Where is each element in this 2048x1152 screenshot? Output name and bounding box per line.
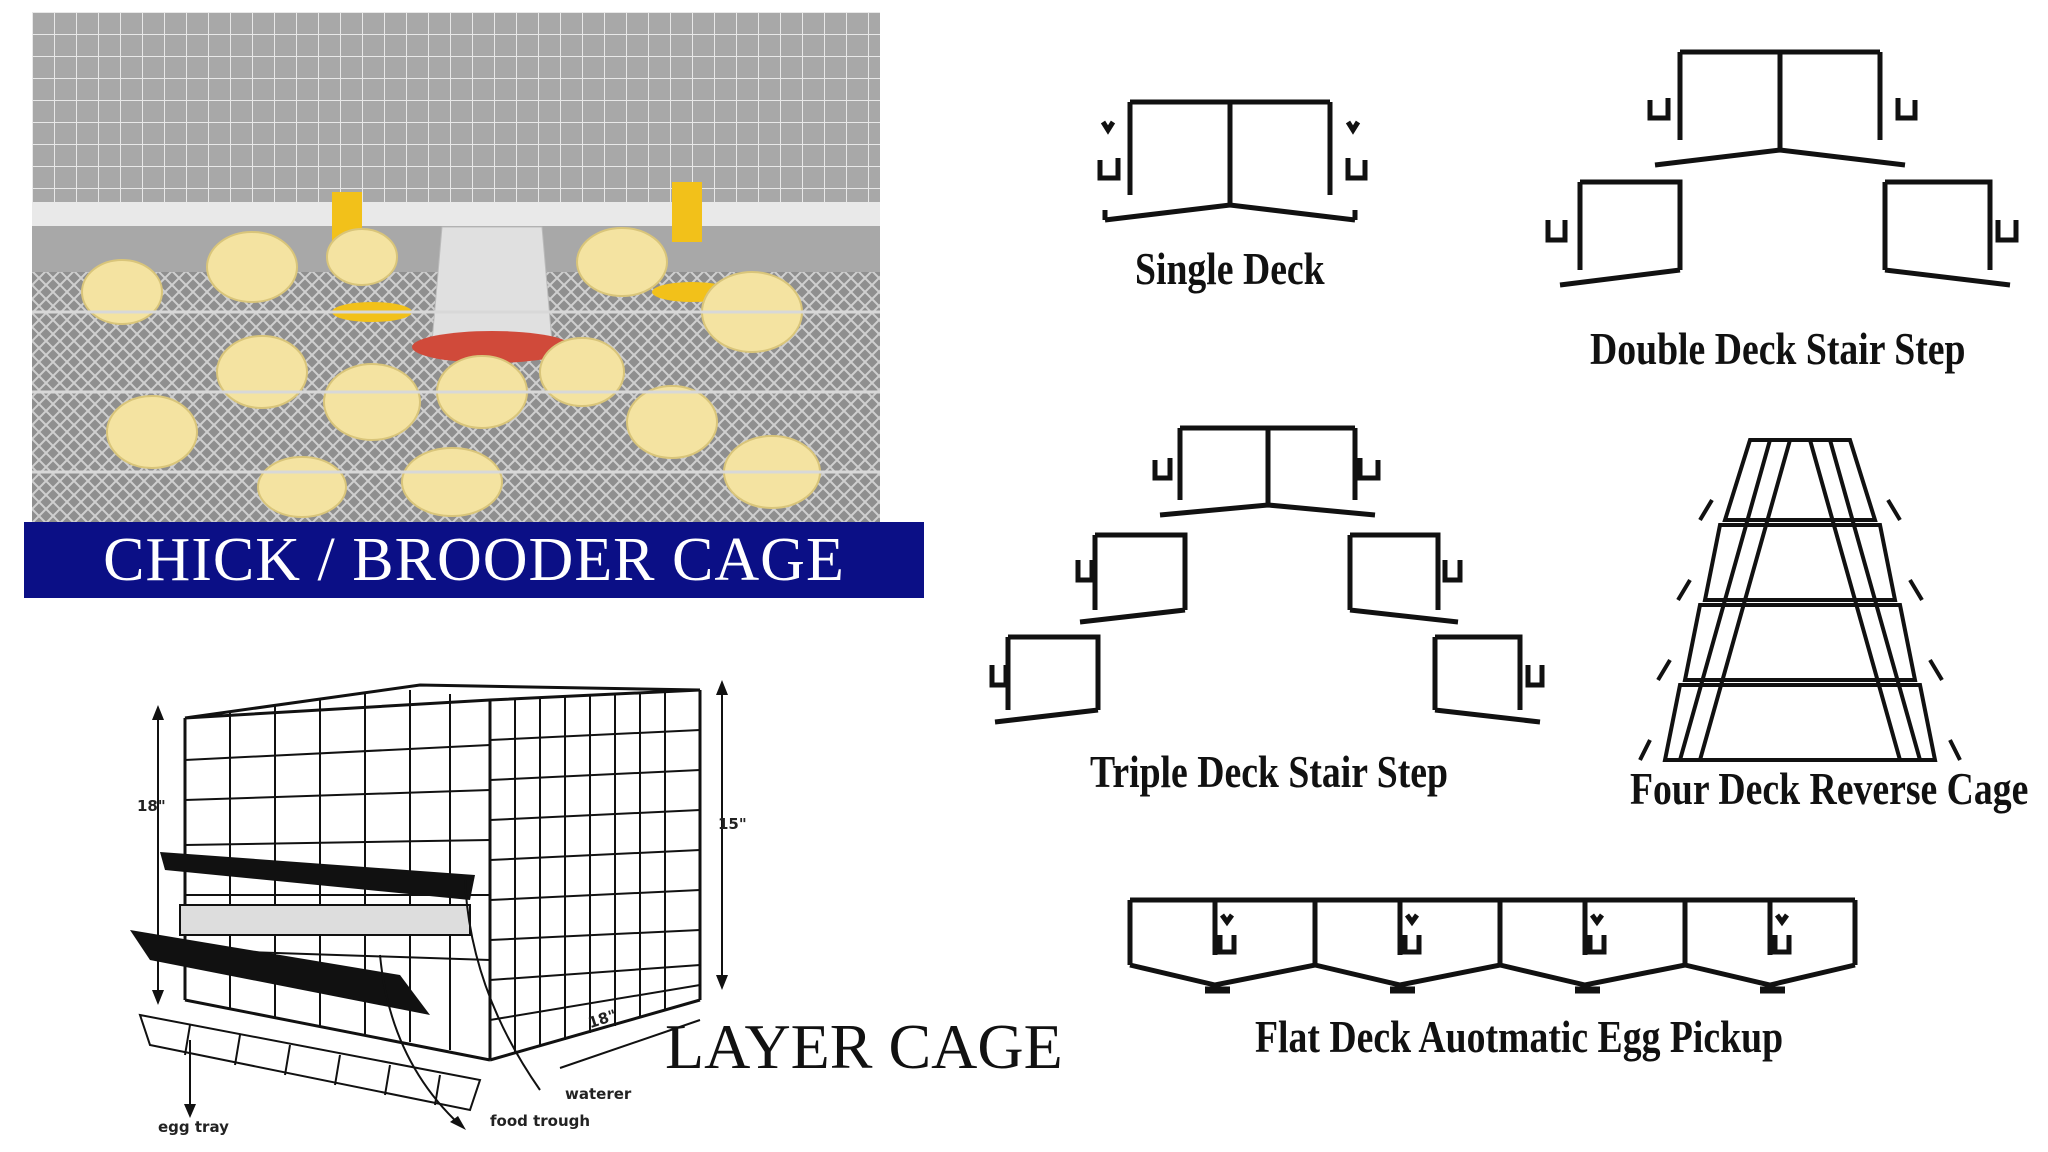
four-deck-diagram <box>1638 438 1962 762</box>
chick-brooder-photo <box>32 12 880 522</box>
egg-tray-callout: egg tray <box>158 1118 229 1136</box>
double-deck-diagram <box>1545 49 2019 288</box>
triple-deck-diagram <box>989 425 1545 725</box>
double-deck-caption: Double Deck Stair Step <box>1590 323 1966 374</box>
layer-cage-title: LAYER CAGE <box>665 1011 1063 1082</box>
flat-deck-diagram <box>1127 897 1858 994</box>
waterer-callout: waterer <box>565 1085 632 1103</box>
four-deck-caption: Four Deck Reverse Cage <box>1630 763 2029 814</box>
food-trough-callout: food trough <box>490 1112 591 1130</box>
single-deck-caption: Single Deck <box>1135 243 1325 294</box>
chick-cage-banner: CHICK / BROODER CAGE <box>24 522 924 598</box>
single-deck-diagram <box>1097 99 1368 223</box>
chick-cage-label: CHICK / BROODER CAGE <box>103 526 845 594</box>
flat-deck-caption: Flat Deck Auotmatic Egg Pickup <box>1255 1011 1784 1062</box>
triple-deck-caption: Triple Deck Stair Step <box>1090 746 1448 797</box>
layer-height-left: 18" <box>137 797 166 815</box>
layer-height-right: 15" <box>718 815 747 833</box>
